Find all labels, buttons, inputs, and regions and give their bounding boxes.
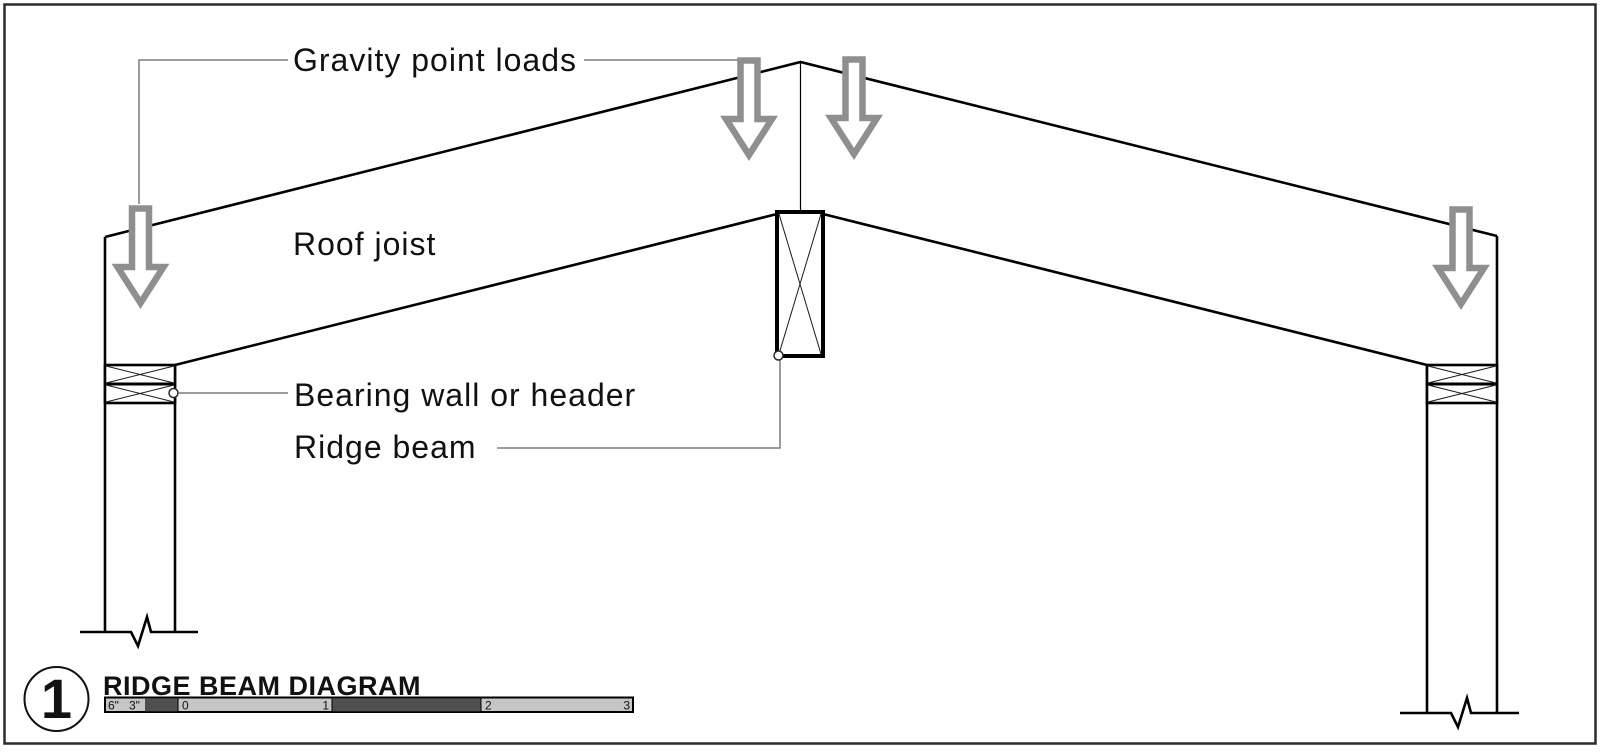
graphic-scale-bar: 6" 3" 0 1 2 3 bbox=[104, 696, 634, 713]
right-header-symbol bbox=[1425, 363, 1499, 405]
left-roof-bottom-chord bbox=[174, 212, 778, 367]
left-wall-break-symbol bbox=[80, 612, 198, 650]
scale-label-1: 1 bbox=[322, 699, 329, 713]
gravity-point-loads-label: Gravity point loads bbox=[293, 42, 577, 78]
scale-label-3: 3 bbox=[623, 699, 630, 713]
load-arrow-ridge-left-icon bbox=[720, 57, 778, 162]
right-header-x-hatch bbox=[1427, 365, 1497, 403]
right-wall-break-symbol bbox=[1400, 693, 1519, 731]
gravity-left-leader bbox=[138, 59, 288, 204]
ridge-beam-box bbox=[775, 210, 825, 358]
load-arrow-left-wall-icon bbox=[111, 205, 170, 310]
ridge-beam-label: Ridge beam bbox=[294, 429, 477, 465]
load-arrow-ridge-right-icon bbox=[825, 56, 883, 161]
roof-joist-label: Roof joist bbox=[293, 226, 436, 262]
sheet-border bbox=[3, 3, 1597, 745]
right-roof-bottom-chord bbox=[822, 212, 1428, 367]
scale-label-6in: 6" bbox=[108, 699, 119, 713]
bearing-wall-attach-node bbox=[168, 387, 179, 399]
scale-bar-tick-lines bbox=[177, 698, 482, 712]
ridge-beam-attach-node bbox=[773, 350, 784, 361]
gravity-load-arrows bbox=[111, 56, 1490, 311]
scale-bar-dark-subdivision bbox=[145, 698, 178, 712]
ridge-beam-x-hatch bbox=[778, 213, 822, 355]
load-arrow-right-wall-icon bbox=[1432, 206, 1490, 311]
scale-bar-dark-segment-1-2 bbox=[332, 698, 481, 712]
ridge-beam-leader bbox=[497, 360, 781, 449]
bearing-wall-or-header-label: Bearing wall or header bbox=[294, 377, 636, 413]
callout-leaders bbox=[138, 59, 784, 449]
left-header-symbol bbox=[103, 363, 177, 405]
left-header-x-hatch bbox=[105, 365, 175, 403]
detail-number-bubble bbox=[23, 666, 90, 732]
sheet-title: RIDGE BEAM DIAGRAM bbox=[103, 671, 421, 701]
scale-label-3in: 3" bbox=[129, 699, 140, 713]
scale-label-0: 0 bbox=[182, 699, 189, 713]
title-block: 1 RIDGE BEAM DIAGRAM 6" 3" 0 1 2 3 bbox=[23, 666, 634, 732]
roof-structure bbox=[103, 60, 1499, 713]
ridge-beam-symbol bbox=[775, 210, 825, 358]
detail-number: 1 bbox=[41, 667, 72, 730]
scale-label-2: 2 bbox=[485, 699, 492, 713]
